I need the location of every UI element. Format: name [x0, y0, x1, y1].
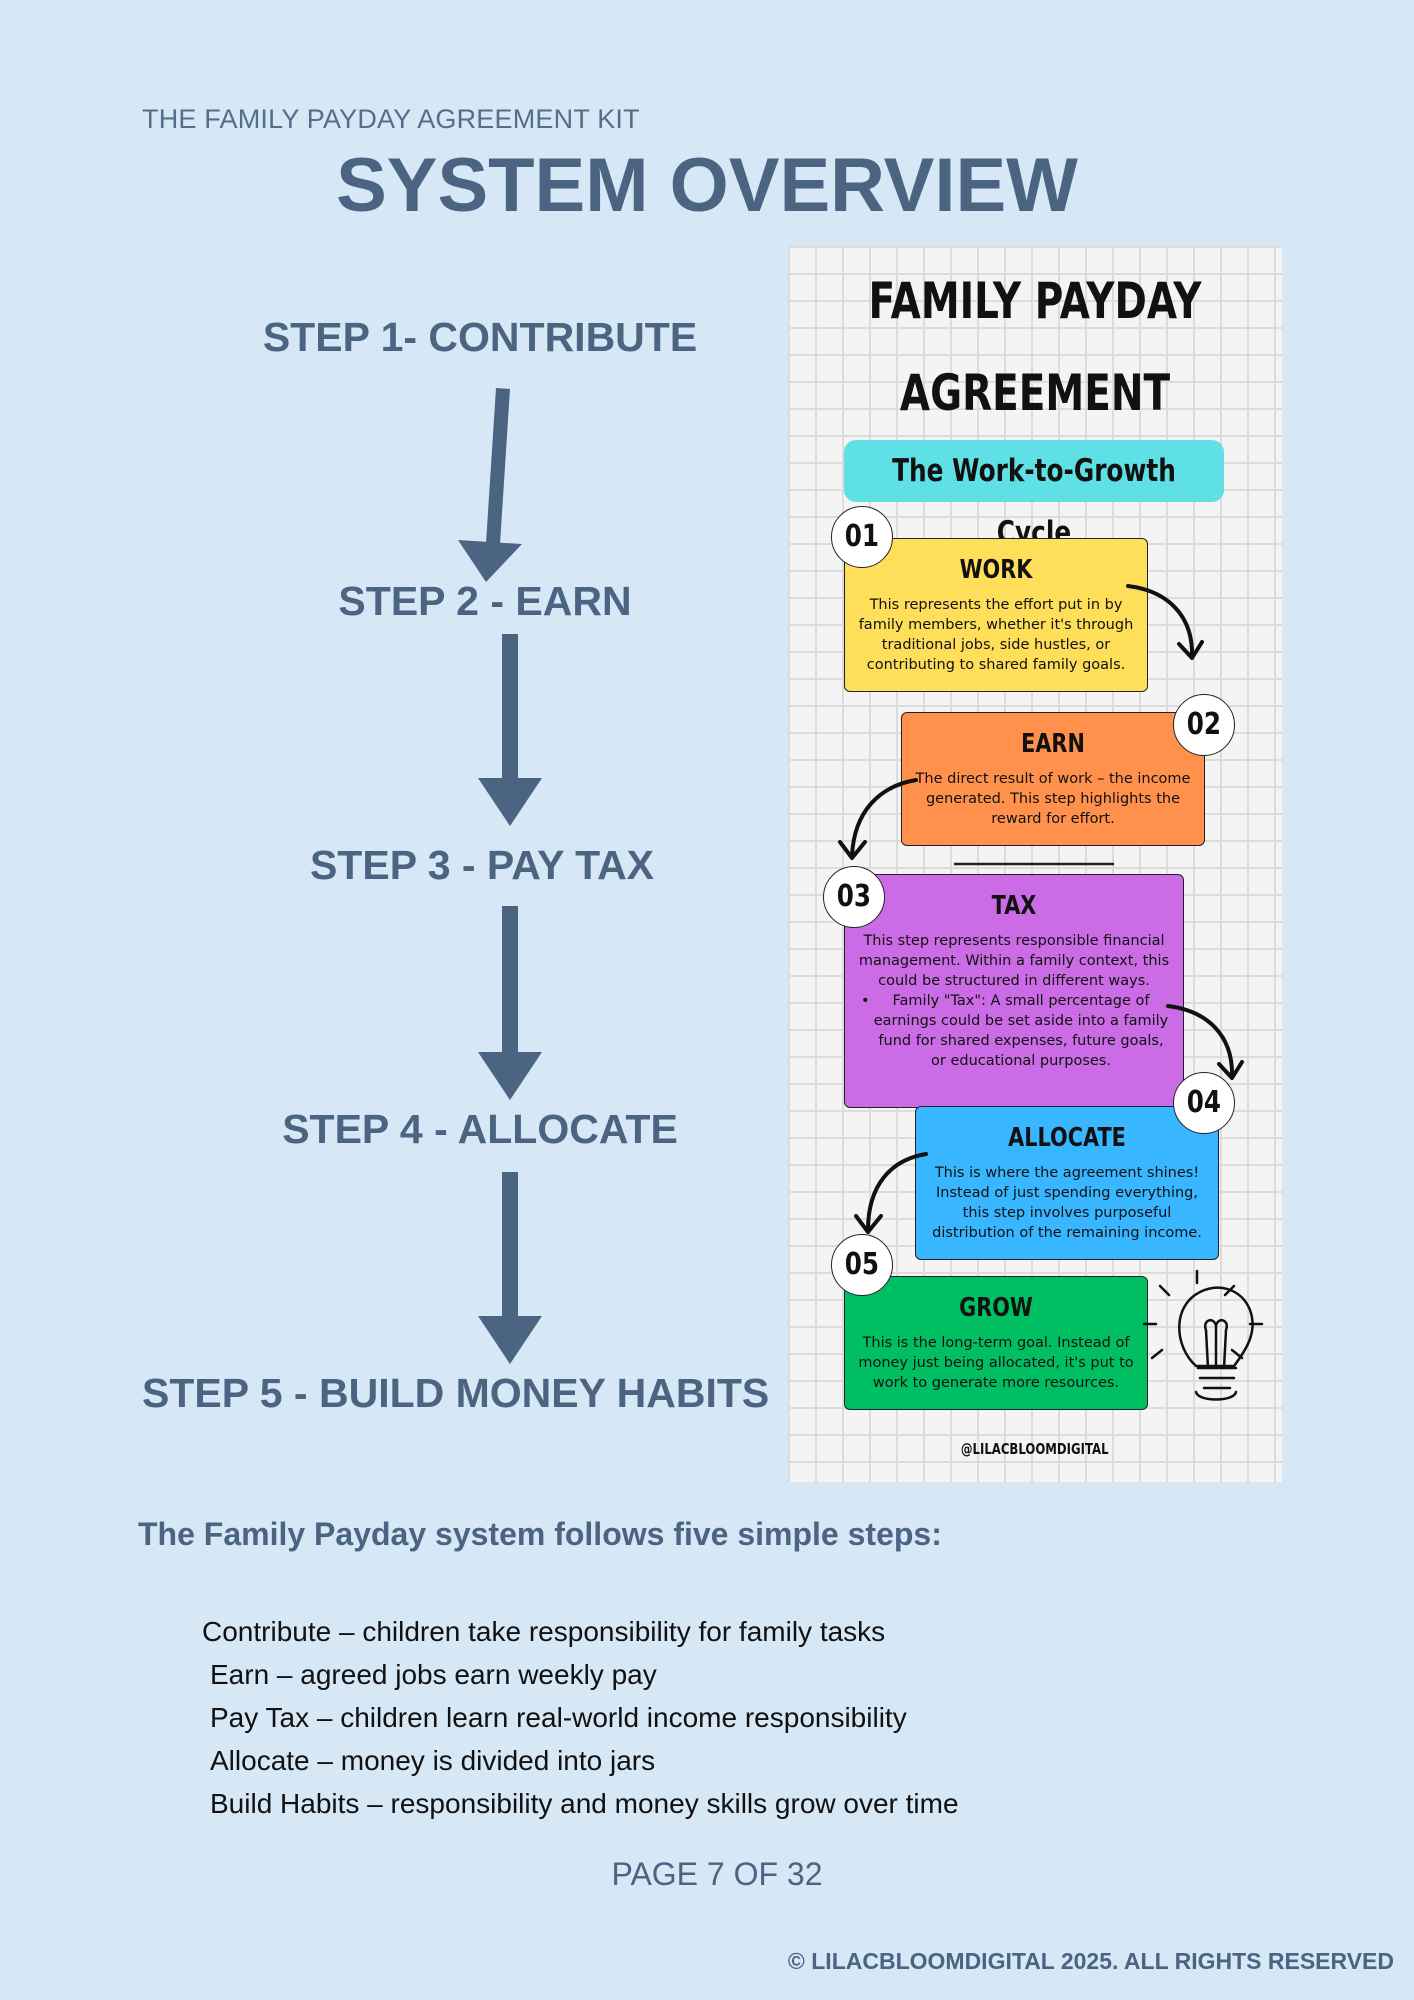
- list-item: Contribute – children take responsibilit…: [202, 1616, 886, 1647]
- step-5-label: STEP 5 - BUILD MONEY HABITS: [142, 1370, 770, 1416]
- list-item: Pay Tax – children learn real-world inco…: [210, 1702, 907, 1733]
- list-item: Earn – agreed jobs earn weekly pay: [210, 1659, 657, 1690]
- infographic-panel: FAMILY PAYDAY AGREEMENT The Work-to-Grow…: [788, 246, 1282, 1482]
- card-text: This is where the agreement shines! Inst…: [932, 1165, 1202, 1241]
- step-arrows: [458, 388, 542, 1364]
- page-title-text: SYSTEM OVERVIEW: [336, 143, 1078, 228]
- card-work: WORK This represents the effort put in b…: [844, 538, 1148, 692]
- card-bullet: •Family "Tax": A small percentage of ear…: [855, 991, 1173, 1071]
- card-text: The direct result of work – the income g…: [915, 771, 1191, 827]
- card-title: EARN: [1021, 729, 1085, 759]
- infographic-handle: @LILACBLOOMDIGITAL: [788, 1440, 1282, 1458]
- list-item: Build Habits – responsibility and money …: [210, 1788, 959, 1819]
- list-item: Allocate – money is divided into jars: [210, 1745, 656, 1776]
- copyright-notice: © LILACBLOOMDIGITAL 2025. ALL RIGHTS RES…: [787, 1948, 1394, 1974]
- arrow-down-icon: [458, 388, 522, 582]
- infographic-decorations: [838, 584, 1264, 1401]
- curved-arrow-icon: [854, 1152, 928, 1234]
- page-number: PAGE 7 OF 32: [611, 1856, 823, 1892]
- card-grow: GROW This is the long-term goal. Instead…: [844, 1276, 1148, 1410]
- card-title: GROW: [959, 1293, 1033, 1323]
- step-number: 01: [844, 519, 880, 554]
- arrow-down-icon: [478, 1172, 542, 1364]
- arrow-down-icon: [478, 634, 542, 826]
- card-text: This represents the effort put in by fam…: [858, 597, 1134, 673]
- summary-list: Contribute – children take responsibilit…: [202, 1610, 959, 1825]
- step-3-label: STEP 3 - PAY TAX: [309, 842, 655, 888]
- curved-arrow-icon: [838, 778, 918, 860]
- arrow-down-icon: [478, 906, 542, 1100]
- card-text: This step represents responsible financi…: [855, 931, 1173, 1071]
- infographic-title-line2: AGREEMENT: [899, 364, 1171, 422]
- step-4-label: STEP 4 - ALLOCATE: [282, 1106, 678, 1152]
- step-1-label: STEP 1- CONTRIBUTE: [262, 314, 698, 360]
- step-number-badge: 01: [831, 506, 893, 568]
- cycle-subtitle-pill: The Work-to-Growth Cycle: [844, 440, 1224, 551]
- bullet-icon: •: [861, 993, 870, 1009]
- card-earn: EARN The direct result of work – the inc…: [901, 712, 1205, 846]
- step-number: 02: [1186, 707, 1222, 742]
- card-title: ALLOCATE: [1008, 1123, 1126, 1153]
- card-allocate: ALLOCATE This is where the agreement shi…: [915, 1106, 1219, 1260]
- step-number: 03: [836, 879, 872, 914]
- card-tax: TAX This step represents responsible fin…: [844, 874, 1184, 1108]
- card-title: TAX: [991, 891, 1037, 921]
- step-number: 04: [1186, 1085, 1222, 1120]
- card-title: WORK: [959, 555, 1033, 585]
- step-number: 05: [844, 1247, 880, 1282]
- step-2-label: STEP 2 - EARN: [338, 578, 632, 624]
- handle-text: @LILACBLOOMDIGITAL: [961, 1440, 1109, 1458]
- cycle-subtitle: The Work-to-Growth Cycle: [892, 453, 1176, 551]
- page-title: SYSTEM OVERVIEW: [0, 142, 1414, 229]
- card-bullet-text: Family "Tax": A small percentage of earn…: [873, 993, 1169, 1069]
- step-number-badge: 04: [1173, 1072, 1235, 1134]
- curved-arrow-icon: [1166, 1004, 1244, 1080]
- lightbulb-icon: [1142, 1269, 1264, 1401]
- kit-label: THE FAMILY PAYDAY AGREEMENT KIT: [142, 104, 640, 134]
- card-text: This is the long-term goal. Instead of m…: [858, 1335, 1134, 1391]
- step-number-badge: 02: [1173, 694, 1235, 756]
- infographic-title-line1: FAMILY PAYDAY: [868, 272, 1202, 330]
- card-text-intro: This step represents responsible financi…: [858, 933, 1170, 989]
- curved-arrow-icon: [1126, 584, 1204, 660]
- step-number-badge: 05: [831, 1234, 893, 1296]
- summary-heading: The Family Payday system follows five si…: [138, 1516, 942, 1552]
- step-number-badge: 03: [823, 866, 885, 928]
